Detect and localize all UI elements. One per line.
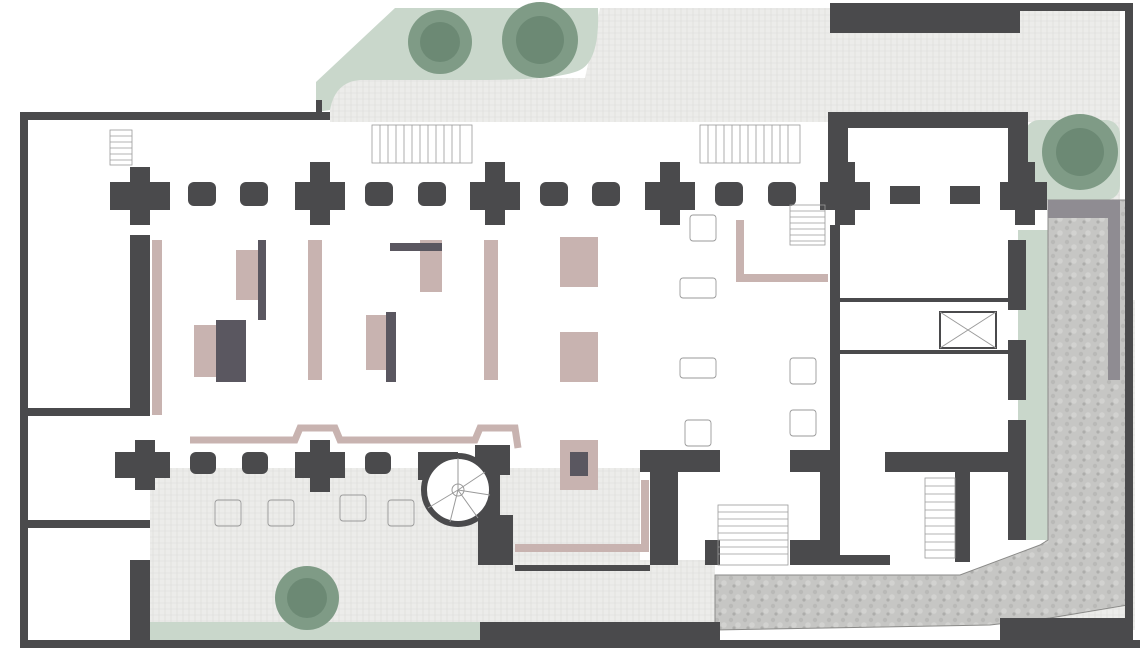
- spiral-staircase-icon: [421, 453, 495, 527]
- east-lower-right-2: [955, 472, 970, 562]
- north-colonnade: [110, 162, 1047, 225]
- pier-10: [645, 162, 695, 225]
- sw-wall: [130, 560, 150, 640]
- display-table-1: [560, 237, 598, 287]
- pier-11: [715, 182, 743, 206]
- east-block-left: [828, 112, 848, 197]
- east-lower-right: [1008, 420, 1026, 540]
- display-panel-3: [366, 315, 388, 370]
- south-pier-1: [115, 440, 170, 490]
- stair-south: [717, 504, 789, 566]
- pier-9: [592, 182, 620, 206]
- wall-east: [1125, 3, 1133, 643]
- east-mid-wall-2: [1008, 240, 1026, 310]
- display-panel-4b: [390, 243, 442, 251]
- south-wall-f: [705, 540, 720, 565]
- display-panel-2: [194, 325, 218, 377]
- east-block-top: [832, 112, 1022, 128]
- pier-8: [540, 182, 568, 206]
- wall-west: [20, 112, 28, 647]
- pier-14: [890, 186, 920, 204]
- display-wall-1: [152, 240, 162, 415]
- east-partition-2: [840, 350, 1010, 354]
- stone-terrace: [714, 199, 1129, 631]
- stair-north-east: [699, 124, 801, 164]
- east-partition-1: [840, 298, 1010, 302]
- wall-top-west: [20, 112, 330, 120]
- display-panel-4: [420, 240, 442, 292]
- south-garden-strip: [150, 622, 485, 642]
- pier-3: [240, 182, 268, 206]
- pier-1: [110, 167, 170, 225]
- south-wall-b: [650, 470, 678, 565]
- lift-icon: [939, 311, 997, 349]
- stair-east: [789, 204, 826, 246]
- terrace-edge-side: [1108, 200, 1120, 380]
- west-room-vert: [130, 235, 150, 410]
- terrace-stone: [714, 199, 1129, 631]
- west-room-wall-2: [20, 520, 150, 528]
- table-chairs-icon: [214, 214, 817, 527]
- pier-2: [188, 182, 216, 206]
- terrace-edge: [1048, 200, 1120, 218]
- display-panel-2b: [216, 320, 246, 382]
- pier-6: [418, 182, 446, 206]
- wall-stub: [316, 100, 322, 120]
- north-courtyard-paving: [330, 8, 1120, 200]
- staircase-icon: [109, 124, 956, 566]
- south-pier-2: [190, 452, 216, 474]
- pier-12: [768, 182, 796, 206]
- display-wall-2: [308, 240, 322, 380]
- display-furniture: [152, 220, 828, 552]
- south-wall-a: [640, 450, 720, 472]
- south-wall-block: [480, 622, 720, 644]
- east-mid-wall: [830, 225, 840, 465]
- south-wall-h: [515, 565, 650, 571]
- west-room-wall-1: [20, 408, 150, 416]
- east-block-walls: [828, 112, 1028, 562]
- south-pier-4: [295, 440, 345, 492]
- east-mid-wall-3: [1008, 340, 1026, 400]
- south-pier-3: [242, 452, 268, 474]
- south-wall-d: [790, 540, 820, 565]
- se-wall: [1000, 618, 1125, 640]
- south-wall-g: [840, 555, 890, 565]
- stair-west: [109, 129, 133, 166]
- display-rail-south: [190, 424, 522, 449]
- outer-walls: [20, 3, 1140, 648]
- east-block-right: [1008, 112, 1028, 197]
- stair-core: [478, 515, 513, 565]
- display-table-2: [560, 332, 598, 382]
- display-wall-3: [484, 240, 498, 380]
- south-pier-5: [365, 452, 391, 474]
- pier-7: [470, 162, 520, 225]
- pier-4: [295, 162, 345, 225]
- display-panel-1b: [258, 240, 266, 320]
- stair-north-west: [371, 124, 473, 164]
- pier-5: [365, 182, 393, 206]
- east-lower-wall: [885, 452, 1025, 472]
- south-wall-e: [820, 470, 840, 565]
- display-panel-3b: [386, 312, 396, 382]
- display-table-3-inner: [570, 452, 588, 476]
- display-panel-1: [236, 250, 260, 300]
- counter-south: [515, 480, 649, 552]
- counter: [736, 220, 828, 282]
- pier-15: [950, 186, 980, 204]
- tree-icon: [275, 2, 1118, 630]
- wall-north-tower: [830, 3, 1020, 33]
- south-wall-c: [790, 450, 840, 472]
